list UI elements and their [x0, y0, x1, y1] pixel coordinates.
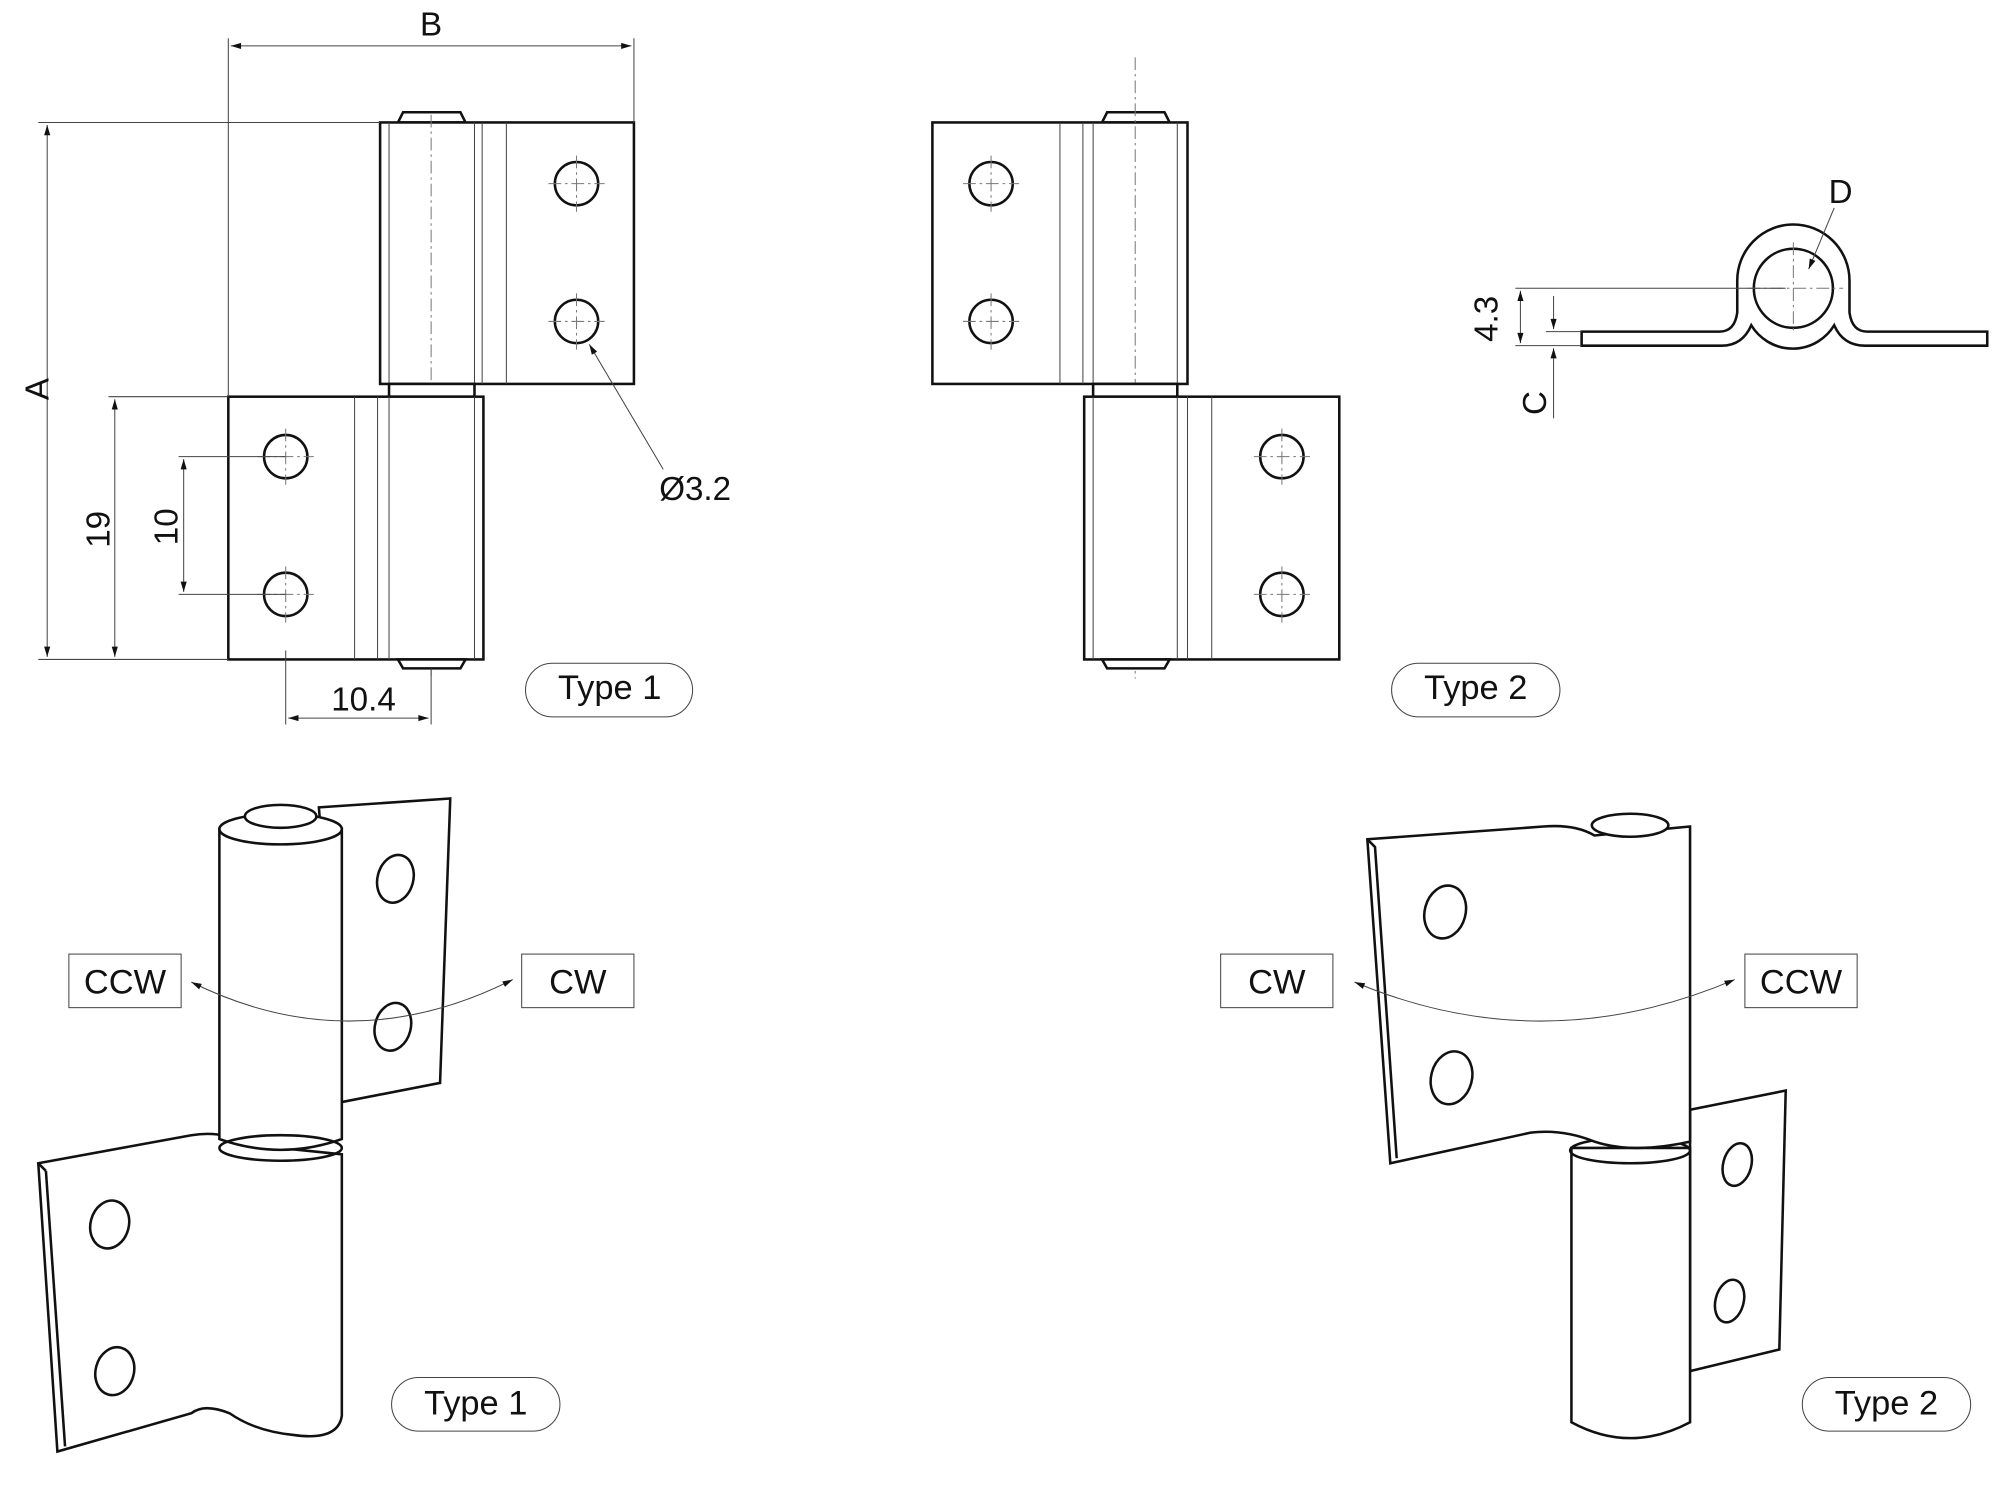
type2-isometric-view: CW CCW Type 2: [1220, 812, 1972, 1440]
dim-10: 10: [148, 508, 185, 545]
type1-label-top: Type 1: [558, 669, 661, 707]
type1-label-iso: Type 1: [424, 1385, 527, 1423]
type2-front-view: Type 2: [931, 57, 1561, 718]
rotation-cw-label-2: CW: [1248, 964, 1306, 1002]
rotation-ccw-label: CCW: [84, 964, 167, 1002]
dim-19: 19: [81, 511, 118, 548]
dim-10-4: 10.4: [331, 681, 396, 718]
dim-4-3: 4.3: [1468, 296, 1505, 342]
dim-a: A: [19, 377, 56, 400]
profile-view: 4.3 C D: [1468, 174, 1989, 419]
type1-isometric-view: CCW CW Type 1: [36, 797, 635, 1454]
rotation-cw-label: CW: [549, 964, 607, 1002]
type2-label-iso: Type 2: [1835, 1385, 1938, 1423]
dim-hole-diameter: Ø3.2: [659, 471, 731, 508]
rotation-ccw-label-2: CCW: [1760, 964, 1843, 1002]
dim-b: B: [420, 7, 442, 44]
dim-d: D: [1829, 174, 1853, 211]
type1-front-view: B A 19 10 10.4 Ø3.2 Type 1: [19, 7, 731, 725]
dim-c: C: [1517, 391, 1554, 415]
type2-label-top: Type 2: [1424, 669, 1527, 707]
